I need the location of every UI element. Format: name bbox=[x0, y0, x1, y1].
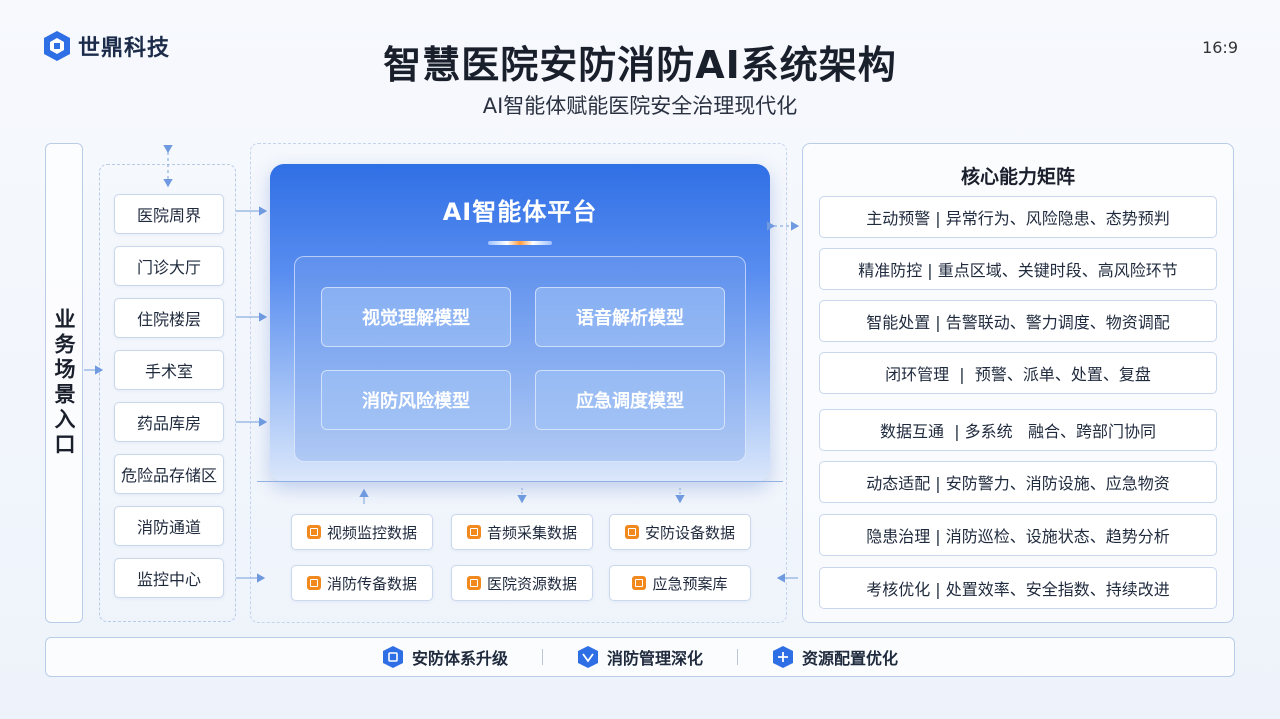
model-card[interactable]: 应急调度模型 bbox=[535, 370, 725, 430]
data-source-item[interactable]: 安防设备数据 bbox=[609, 514, 751, 550]
data-source-label: 视频监控数据 bbox=[326, 523, 417, 542]
capability-matrix: 核心能力矩阵 主动预警 | 异常行为、风险隐患、态势预判 精准防控 | 重点区域… bbox=[802, 143, 1234, 623]
logo-icon bbox=[44, 31, 70, 61]
capability-item[interactable]: 动态适配 | 安防警力、消防设施、应急物资 bbox=[819, 461, 1217, 503]
scene-item[interactable]: 消防通道 bbox=[114, 506, 224, 546]
data-icon bbox=[624, 525, 639, 539]
separator bbox=[737, 649, 738, 665]
scene-item[interactable]: 监控中心 bbox=[114, 558, 224, 598]
data-icon bbox=[632, 576, 647, 590]
data-source-label: 应急预案库 bbox=[652, 574, 728, 593]
scene-item[interactable]: 门诊大厅 bbox=[114, 246, 224, 286]
platform-container bbox=[250, 143, 787, 623]
separator bbox=[541, 649, 543, 665]
platform-title: AI智能体平台 bbox=[442, 198, 598, 226]
data-source-item[interactable]: 音频采集数据 bbox=[451, 514, 593, 550]
data-source-item[interactable]: 应急预案库 bbox=[609, 565, 751, 601]
scene-item[interactable]: 手术室 bbox=[114, 350, 224, 390]
logo-text: 世鼎科技 bbox=[78, 36, 171, 61]
data-icon bbox=[306, 576, 321, 590]
capability-item[interactable]: 隐患治理 | 消防巡检、设施状态、趋势分析 bbox=[819, 514, 1217, 556]
scene-item[interactable]: 危险品存储区 bbox=[114, 454, 224, 494]
capability-item[interactable]: 精准防控 | 重点区域、关键时段、高风险环节 bbox=[819, 248, 1217, 290]
platform-baseline bbox=[257, 481, 783, 482]
shield-icon bbox=[382, 646, 403, 668]
aspect-ratio-label: 16:9 bbox=[1202, 38, 1238, 57]
platform-accent-bar bbox=[488, 241, 552, 245]
capability-item[interactable]: 考核优化 | 处置效率、安全指数、持续改进 bbox=[819, 567, 1217, 609]
capability-title: 核心能力矩阵 bbox=[960, 166, 1075, 188]
scene-item[interactable]: 住院楼层 bbox=[114, 298, 224, 338]
outcome-label: 安防体系升级 bbox=[411, 649, 508, 668]
data-source-label: 音频采集数据 bbox=[486, 523, 577, 542]
ai-platform: AI智能体平台 视觉理解模型 语音解析模型 消防风险模型 应急调度模型 bbox=[270, 164, 770, 482]
page-subtitle: AI智能体赋能医院安全治理现代化 bbox=[482, 94, 798, 118]
data-source-item[interactable]: 医院资源数据 bbox=[451, 565, 593, 601]
capability-item[interactable]: 数据互通 | 多系统 融合、跨部门协同 bbox=[819, 409, 1217, 451]
data-icon bbox=[466, 525, 481, 539]
data-source-label: 医院资源数据 bbox=[486, 574, 577, 593]
scene-list: 医院周界 门诊大厅 住院楼层 手术室 药品库房 危险品存储区 消防通道 监控中心 bbox=[99, 164, 236, 622]
capability-item[interactable]: 主动预警 | 异常行为、风险隐患、态势预判 bbox=[819, 196, 1217, 238]
capability-item[interactable]: 闭环管理 | 预警、派单、处置、复盘 bbox=[819, 352, 1217, 394]
data-icon bbox=[306, 525, 321, 539]
data-icon bbox=[466, 576, 481, 590]
scene-item[interactable]: 药品库房 bbox=[114, 402, 224, 442]
capability-item[interactable]: 智能处置 | 告警联动、警力调度、物资调配 bbox=[819, 300, 1217, 342]
outcome-item[interactable]: 安防体系升级 bbox=[382, 645, 508, 669]
scene-entry-label: 业务场景入口 bbox=[45, 143, 83, 623]
outcome-label: 消防管理深化 bbox=[606, 649, 703, 668]
scene-entry-text: 业务场景入口 bbox=[52, 308, 76, 458]
outcome-label: 资源配置优化 bbox=[802, 649, 899, 668]
model-card[interactable]: 视觉理解模型 bbox=[321, 287, 511, 347]
model-card[interactable]: 消防风险模型 bbox=[321, 370, 511, 430]
outcome-item[interactable]: 消防管理深化 bbox=[577, 645, 703, 669]
outcome-bar: 安防体系升级 消防管理深化 资源配置优化 bbox=[45, 637, 1235, 677]
logo: 世鼎科技 bbox=[42, 30, 170, 62]
resource-icon bbox=[773, 646, 793, 668]
model-grid: 视觉理解模型 语音解析模型 消防风险模型 应急调度模型 bbox=[294, 256, 746, 462]
data-source-item[interactable]: 视频监控数据 bbox=[291, 514, 433, 550]
model-card[interactable]: 语音解析模型 bbox=[535, 287, 725, 347]
data-source-label: 安防设备数据 bbox=[644, 523, 735, 542]
page-title: 智慧医院安防消防AI系统架构 bbox=[383, 43, 897, 87]
fire-shield-icon bbox=[577, 646, 598, 668]
scene-item[interactable]: 医院周界 bbox=[114, 194, 224, 234]
data-source-item[interactable]: 消防传备数据 bbox=[291, 565, 433, 601]
data-source-label: 消防传备数据 bbox=[326, 574, 417, 593]
outcome-item[interactable]: 资源配置优化 bbox=[772, 645, 898, 669]
